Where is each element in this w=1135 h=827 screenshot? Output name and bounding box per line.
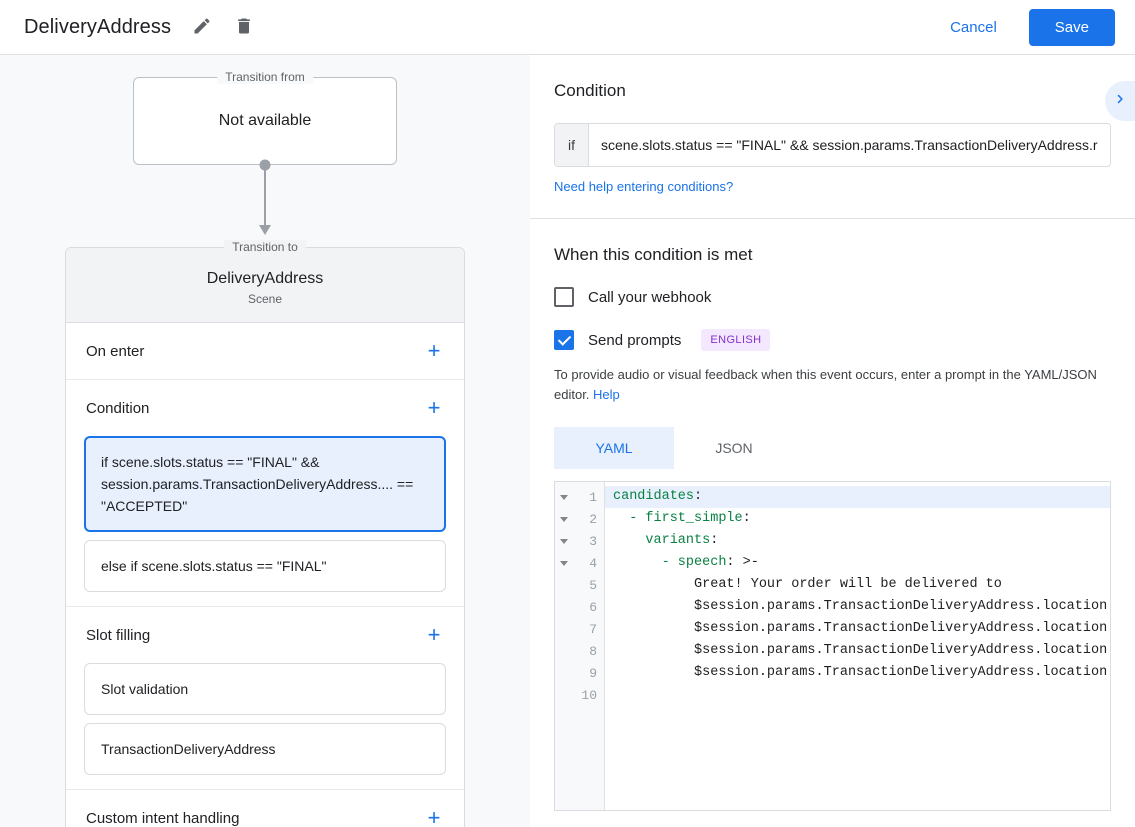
section-header-slot-filling[interactable]: Slot filling + — [66, 607, 464, 663]
editor-code-line: candidates: — [605, 486, 1110, 508]
editor-code-area[interactable]: candidates: - first_simple: variants: - … — [605, 482, 1110, 810]
editor-line-number: 6 — [589, 599, 597, 615]
editor-line-number: 2 — [555, 508, 604, 530]
transition-to-card: Transition to DeliveryAddress Scene On e… — [65, 240, 465, 827]
section-header-condition[interactable]: Condition + — [66, 380, 464, 436]
condition-help-link[interactable]: Need help entering conditions? — [554, 179, 734, 194]
list-item[interactable]: TransactionDeliveryAddress — [84, 723, 446, 775]
prompts-description: To provide audio or visual feedback when… — [554, 365, 1111, 405]
list-item[interactable]: else if scene.slots.status == "FINAL" — [84, 540, 446, 592]
section-title-custom-intent-handling: Custom intent handling — [86, 809, 240, 827]
editor-code-line: $session.params.TransactionDeliveryAddre… — [694, 665, 1110, 680]
editor-line-number: 1 — [555, 486, 604, 508]
condition-input[interactable] — [589, 124, 1110, 166]
section-header-custom-intent-handling[interactable]: Custom intent handling + — [66, 790, 464, 827]
slot-filling-list: Slot validation TransactionDeliveryAddre… — [66, 663, 464, 789]
section-title-condition: Condition — [86, 399, 150, 417]
editor-code-line: $session.params.TransactionDeliveryAddre… — [694, 599, 1110, 614]
delete-button[interactable] — [227, 10, 261, 44]
when-condition-met-section: When this condition is met Call your web… — [530, 219, 1135, 811]
add-on-enter-icon[interactable]: + — [427, 338, 441, 363]
prompts-help-link[interactable]: Help — [593, 387, 620, 402]
editor-code-line — [605, 684, 1110, 706]
fold-arrow-icon[interactable] — [560, 516, 568, 522]
add-condition-icon[interactable]: + — [427, 395, 441, 420]
transition-from-value: Not available — [218, 112, 312, 129]
fold-arrow-icon[interactable] — [560, 494, 568, 500]
collapse-panel-button[interactable] — [1105, 81, 1135, 121]
editor-code-line: - speech: >- — [613, 555, 759, 570]
connector-arrow-icon — [259, 225, 271, 235]
editor-code-line: $session.params.TransactionDeliveryAddre… — [694, 643, 1110, 658]
condition-section: Condition if Need help entering conditio… — [530, 55, 1135, 196]
when-met-title: When this condition is met — [554, 245, 753, 264]
tab-json[interactable]: JSON — [715, 440, 753, 456]
editor-line-number: 7 — [589, 621, 597, 637]
editor-code-line: variants: — [613, 533, 719, 548]
add-custom-intent-icon[interactable]: + — [427, 805, 441, 827]
section-title-slot-filling: Slot filling — [86, 626, 151, 644]
editor-line-number: 3 — [555, 530, 604, 552]
editor-line-number: 10 — [581, 687, 597, 703]
prompts-description-text: To provide audio or visual feedback when… — [554, 367, 1097, 402]
section-custom-intent-handling: Custom intent handling + — [66, 790, 464, 827]
section-header-on-enter[interactable]: On enter + — [66, 323, 464, 379]
transition-connector — [133, 159, 397, 247]
fold-arrow-icon[interactable] — [560, 560, 568, 566]
fold-arrow-icon[interactable] — [560, 538, 568, 544]
send-prompts-row: Send prompts ENGLISH — [554, 329, 1111, 351]
editor-code-line: $session.params.TransactionDeliveryAddre… — [694, 621, 1110, 636]
section-slot-filling: Slot filling + Slot validation Transacti… — [66, 607, 464, 790]
header-actions: Cancel Save — [936, 8, 1115, 46]
condition-list: if scene.slots.status == "FINAL" && sess… — [66, 436, 464, 606]
tab-yaml[interactable]: YAML — [554, 427, 674, 469]
scene-subtitle: Scene — [247, 292, 283, 306]
edit-button[interactable] — [185, 10, 219, 44]
call-webhook-checkbox[interactable] — [554, 287, 574, 307]
editor-line-number: 4 — [555, 552, 604, 574]
send-prompts-label: Send prompts — [588, 331, 682, 349]
condition-if-label: if — [555, 124, 589, 166]
section-title-on-enter: On enter — [86, 342, 145, 360]
send-prompts-checkbox[interactable] — [554, 330, 574, 350]
list-item[interactable]: Slot validation — [84, 663, 446, 715]
pencil-icon — [192, 16, 212, 39]
section-on-enter: On enter + — [66, 323, 464, 380]
add-slot-filling-icon[interactable]: + — [427, 622, 441, 647]
editor-line-number: 5 — [589, 577, 597, 593]
trash-icon — [234, 16, 254, 39]
transition-from-card: Transition from Not available — [133, 70, 397, 165]
call-webhook-label: Call your webhook — [588, 288, 712, 306]
language-badge: ENGLISH — [701, 329, 771, 351]
chevron-right-icon — [1111, 90, 1129, 113]
transition-from-legend: Transition from — [217, 70, 313, 84]
cancel-button[interactable]: Cancel — [936, 11, 1011, 44]
connector-line — [264, 165, 266, 229]
editor-format-tabs: YAML JSON — [554, 427, 1111, 469]
editor-code-line: Great! Your order will be delivered to — [613, 577, 1002, 592]
app-header: DeliveryAddress Cancel Save — [0, 0, 1135, 55]
editor-code-line: - first_simple: — [613, 511, 751, 526]
scene-name: DeliveryAddress — [206, 270, 324, 287]
condition-section-title: Condition — [554, 81, 626, 100]
editor-line-number: 9 — [589, 665, 597, 681]
transition-to-legend: Transition to — [224, 240, 306, 254]
scene-header: Transition to DeliveryAddress Scene — [66, 240, 464, 323]
section-condition: Condition + if scene.slots.status == "FI… — [66, 380, 464, 607]
webhook-row: Call your webhook — [554, 287, 1111, 307]
right-panel: Condition if Need help entering conditio… — [530, 55, 1135, 827]
list-item[interactable]: if scene.slots.status == "FINAL" && sess… — [84, 436, 446, 532]
left-panel: Transition from Not available Transition… — [0, 55, 530, 827]
editor-line-number: 8 — [589, 643, 597, 659]
panel-divider — [530, 218, 1135, 219]
condition-input-row: if — [554, 123, 1111, 167]
save-button[interactable]: Save — [1028, 8, 1115, 46]
page-title: DeliveryAddress — [24, 15, 172, 38]
